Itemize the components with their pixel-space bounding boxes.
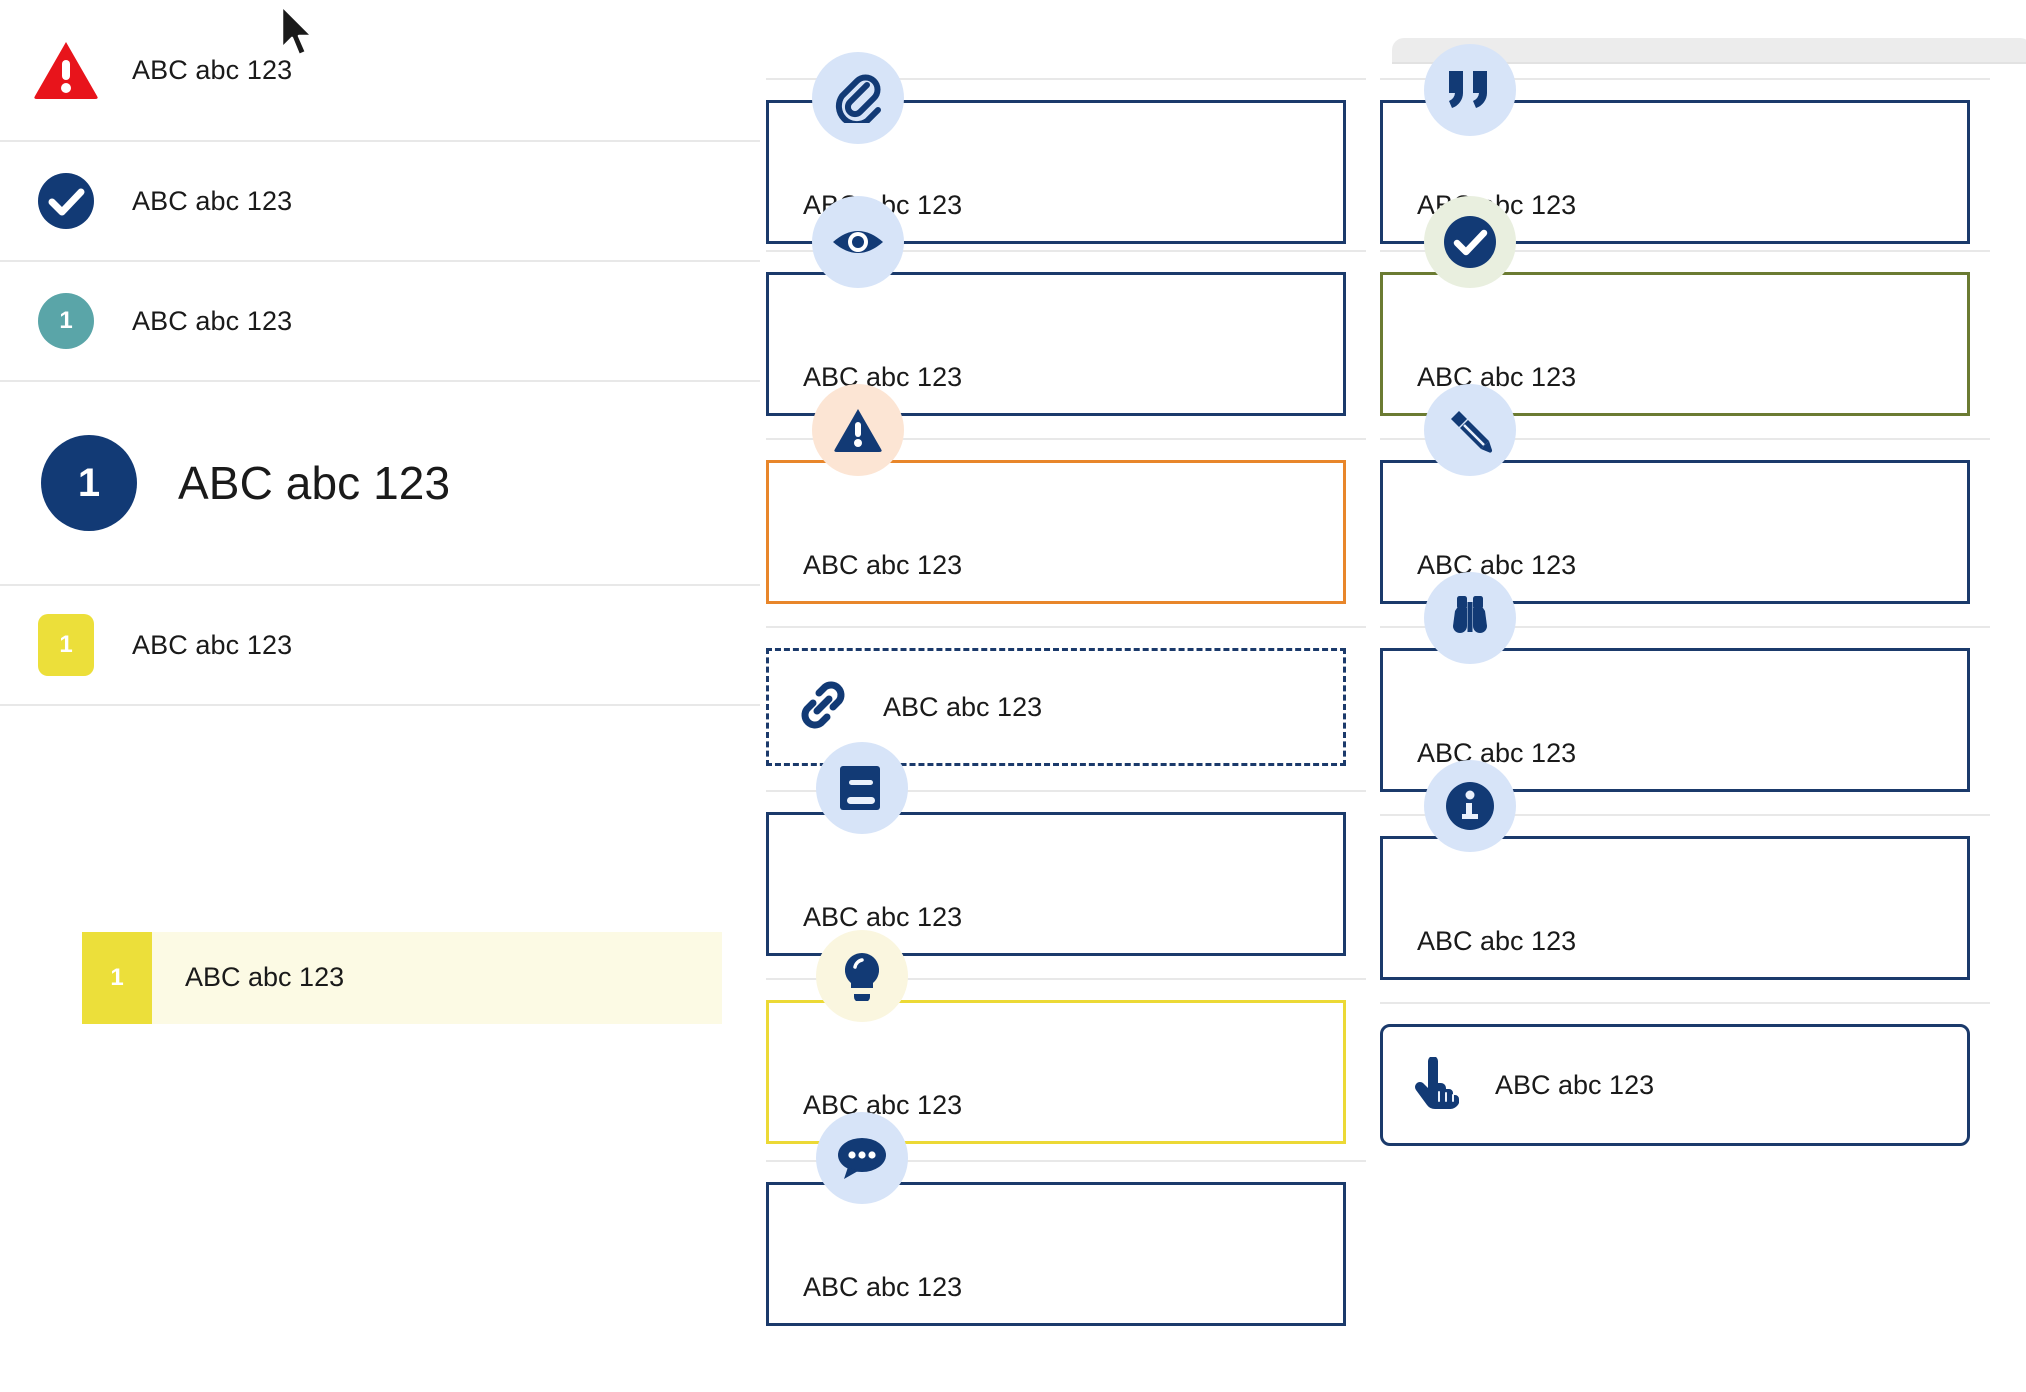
badge-number: 1 xyxy=(38,293,94,349)
badge-number: 1 xyxy=(38,614,94,676)
card-label: ABC abc 123 xyxy=(1495,1069,1655,1100)
card-warning[interactable]: ABC abc 123 xyxy=(766,460,1346,604)
number-badge-icon: 1 xyxy=(0,614,132,676)
number-badge-icon: 1 xyxy=(0,293,132,349)
highlight-background xyxy=(82,932,722,1024)
card-edit[interactable]: ABC abc 123 xyxy=(1380,460,1970,604)
card-label: ABC abc 123 xyxy=(803,1090,963,1120)
divider xyxy=(766,978,1366,980)
eye-icon xyxy=(812,196,904,288)
sidebar-item-error[interactable]: ABC abc 123 xyxy=(0,0,760,142)
badge-number: 1 xyxy=(82,932,152,1024)
card-label: ABC abc 123 xyxy=(1417,362,1577,392)
speech-bubble-icon xyxy=(816,1112,908,1204)
divider xyxy=(1380,78,1990,80)
book-icon xyxy=(816,742,908,834)
check-circle-icon xyxy=(0,173,132,229)
warning-triangle-icon xyxy=(812,384,904,476)
card-label: ABC abc 123 xyxy=(803,550,963,580)
divider xyxy=(766,790,1366,792)
divider xyxy=(766,1160,1366,1162)
lightbulb-icon xyxy=(816,930,908,1022)
card-label: ABC abc 123 xyxy=(1417,738,1577,768)
card-label: ABC abc 123 xyxy=(803,362,963,392)
divider xyxy=(1380,814,1990,816)
check-circle-icon xyxy=(1424,196,1516,288)
divider xyxy=(766,78,1366,80)
card-action[interactable]: ABC abc 123 xyxy=(1380,1024,1970,1146)
sidebar-item-teal[interactable]: 1 ABC abc 123 xyxy=(0,262,760,382)
card-label: ABC abc 123 xyxy=(803,902,963,932)
error-triangle-icon xyxy=(0,40,132,100)
card-label: ABC abc 123 xyxy=(803,1272,963,1302)
pencil-icon xyxy=(1424,384,1516,476)
divider xyxy=(766,438,1366,440)
card-label[interactable]: ABC abc 123 xyxy=(883,691,1043,722)
divider xyxy=(1380,250,1990,252)
sidebar-item-highlight[interactable] xyxy=(0,706,760,866)
info-circle-icon xyxy=(1424,760,1516,852)
divider xyxy=(1380,626,1990,628)
sidebar-item-label: ABC abc 123 xyxy=(185,962,345,992)
chain-link-icon xyxy=(797,679,849,736)
binoculars-icon xyxy=(1424,572,1516,664)
card-info[interactable]: ABC abc 123 xyxy=(1380,836,1970,980)
number-badge-icon: 1 xyxy=(0,435,178,531)
sidebar-item-success[interactable]: ABC abc 123 xyxy=(0,142,760,262)
sidebar-item-label: ABC abc 123 xyxy=(132,54,293,85)
sidebar-item-label: ABC abc 123 xyxy=(178,457,451,509)
divider xyxy=(766,626,1366,628)
top-panel-divider xyxy=(1392,62,2026,64)
card-comment[interactable]: ABC abc 123 xyxy=(766,1182,1346,1326)
quotation-marks-icon xyxy=(1424,44,1516,136)
sidebar-item-label: ABC abc 123 xyxy=(132,305,293,336)
divider xyxy=(1380,438,1990,440)
divider xyxy=(1380,1002,1990,1004)
card-label: ABC abc 123 xyxy=(1417,550,1577,580)
card-label: ABC abc 123 xyxy=(1417,926,1577,956)
sidebar-item-label: ABC abc 123 xyxy=(132,629,293,660)
divider xyxy=(766,250,1366,252)
mouse-cursor xyxy=(278,4,318,65)
sidebar-item-large[interactable]: 1 ABC abc 123 xyxy=(0,382,760,586)
badge-number: 1 xyxy=(41,435,137,531)
sidebar-item-label: ABC abc 123 xyxy=(132,185,293,216)
paperclip-icon xyxy=(812,52,904,144)
sidebar-item-yellow[interactable]: 1 ABC abc 123 xyxy=(0,586,760,706)
sidebar: ABC abc 123 ABC abc 123 1 ABC abc 123 1 xyxy=(0,0,760,1392)
pointing-hand-icon xyxy=(1411,1055,1461,1114)
